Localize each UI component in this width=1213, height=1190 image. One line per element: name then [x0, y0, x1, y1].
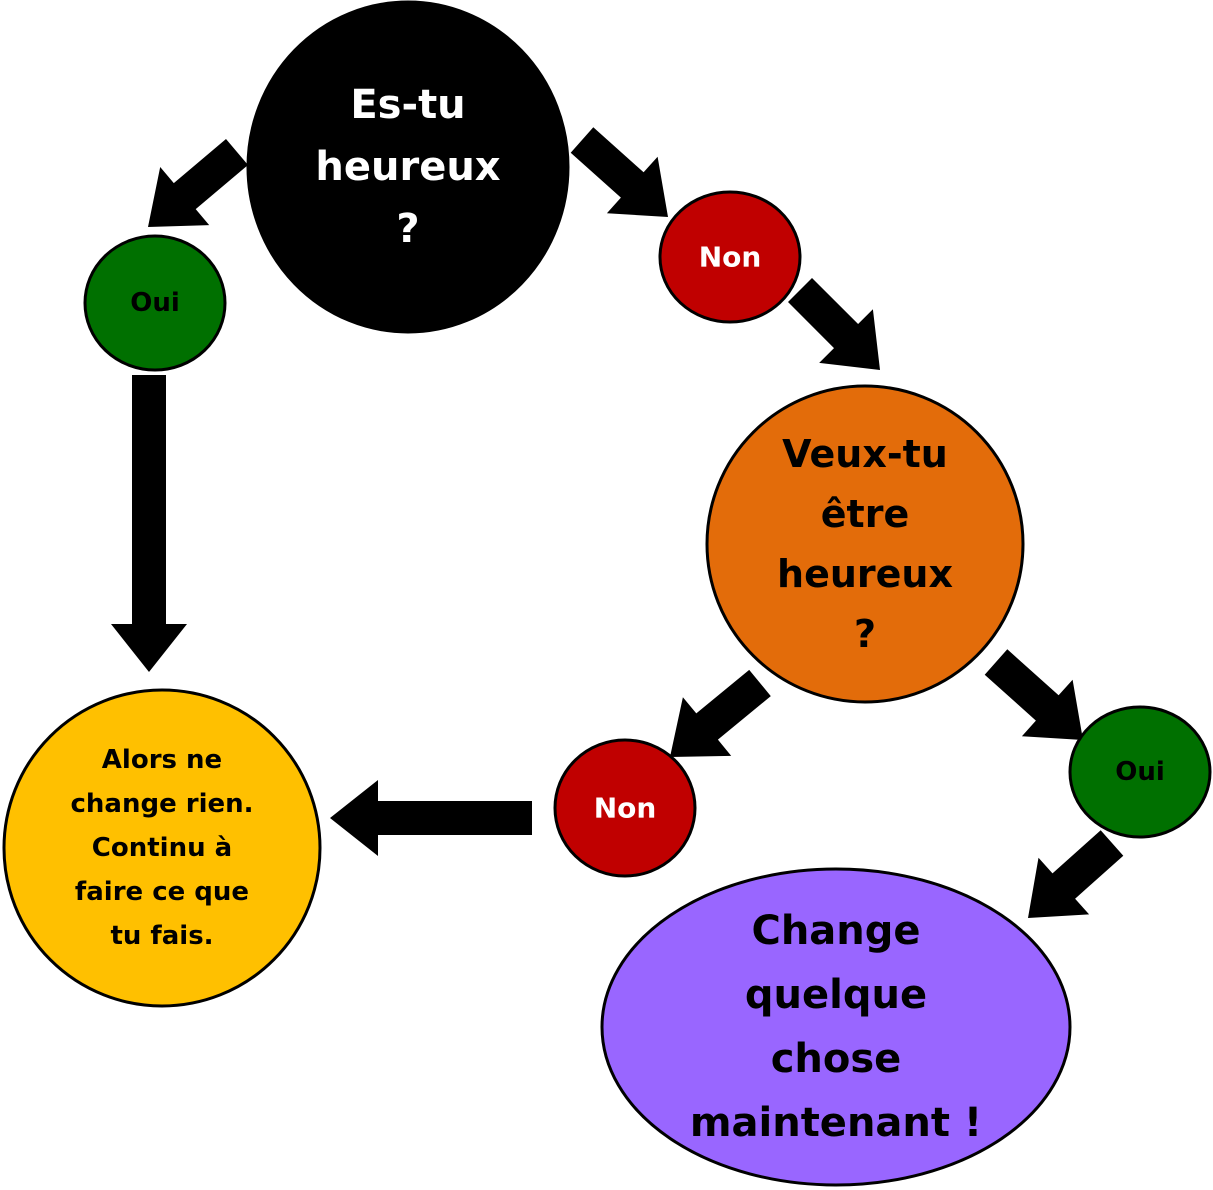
node-question-happy: Es-tu heureux? — [246, 0, 570, 334]
answer-yes-1-label-line: Oui — [130, 288, 180, 318]
result-change-label-line: maintenant ! — [690, 1100, 982, 1146]
arrow-answer-no-2-to-result-keep — [330, 780, 532, 856]
result-change-label-line: quelque — [745, 972, 927, 1018]
question-happy-label-line: Es-tu — [350, 82, 465, 128]
arrow-answer-yes-2-to-result-change — [1028, 830, 1124, 918]
question-want-happy-label-line: ? — [854, 612, 876, 656]
node-result-change: Change quelque chose maintenant ! — [600, 867, 1072, 1187]
node-question-want-happy: Veux-tu être heureux? — [705, 384, 1025, 704]
result-change-label-line: chose — [771, 1036, 902, 1082]
answer-no-1-shape — [658, 190, 802, 324]
answer-yes-1-shape — [83, 234, 227, 372]
node-answer-yes-1: Oui — [83, 234, 227, 372]
result-keep-label-line: change rien. — [70, 789, 253, 819]
question-want-happy-label-line: Veux-tu — [782, 432, 948, 476]
answer-no-2-shape — [553, 738, 697, 878]
question-happy-label-line: ? — [396, 206, 419, 252]
node-result-keep: Alors ne change rien. Continu à faire ce qu… — [2, 688, 322, 1008]
result-keep-shape — [2, 688, 322, 1008]
question-want-happy-shape — [705, 384, 1025, 704]
result-keep-label-line: faire ce que — [75, 877, 249, 907]
node-answer-yes-2: Oui — [1068, 705, 1212, 839]
question-want-happy-label-line: être — [821, 492, 909, 536]
node-answer-no-2: Non — [553, 738, 697, 878]
answer-no-2-label-line: Non — [594, 792, 657, 825]
answer-yes-2-shape — [1068, 705, 1212, 839]
arrow-question-want-happy-to-answer-yes-2 — [984, 649, 1083, 740]
arrow-answer-no-1-to-question-want-happy — [788, 278, 880, 370]
arrows-group — [111, 127, 1124, 918]
result-keep-label-line: Continu à — [92, 833, 232, 863]
arrow-question-happy-to-answer-no-1 — [570, 127, 668, 217]
question-happy-label-line: heureux — [315, 144, 500, 190]
node-answer-no-1: Non — [658, 190, 802, 324]
result-keep-label-line: Alors ne — [102, 745, 222, 775]
arrow-answer-yes-1-to-result-keep — [111, 375, 187, 672]
arrow-question-want-happy-to-answer-no-2 — [670, 669, 771, 757]
result-change-shape — [600, 867, 1072, 1187]
question-happy-shape — [246, 0, 570, 334]
arrow-question-happy-to-answer-yes-1 — [148, 139, 248, 227]
answer-no-1-label-line: Non — [699, 241, 762, 274]
answer-yes-2-label-line: Oui — [1115, 757, 1165, 787]
result-change-label-line: Change — [751, 908, 920, 954]
question-want-happy-label-line: heureux — [777, 552, 953, 596]
result-keep-label-line: tu fais. — [110, 921, 213, 951]
